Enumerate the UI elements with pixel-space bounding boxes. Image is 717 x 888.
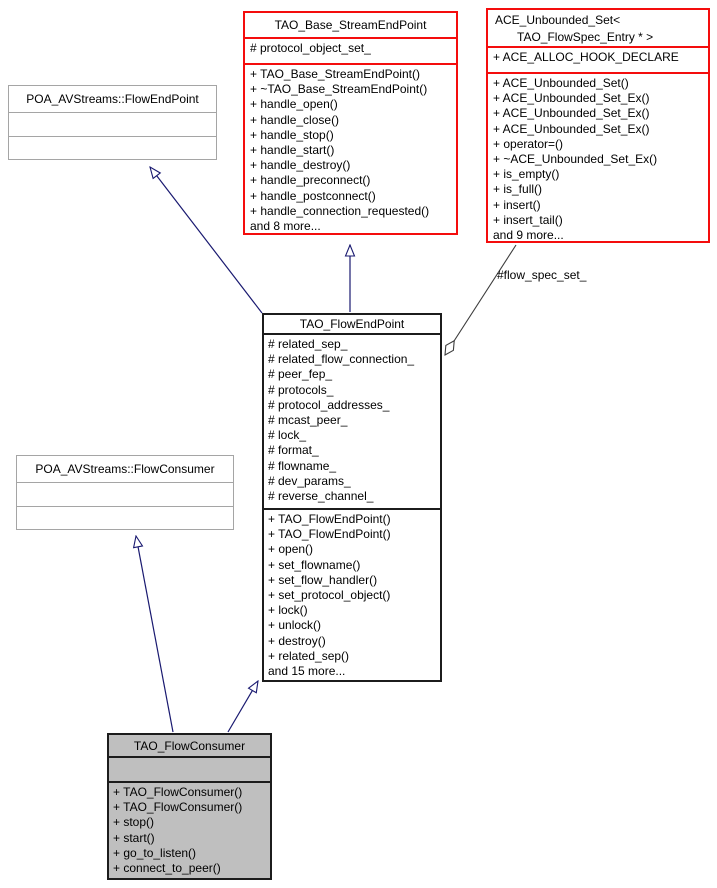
aggregation-edge-flow-spec-set [445,244,517,355]
method-row: + handle_connection_requested() [250,203,430,218]
class-box-tao-base-streamendpoint[interactable]: TAO_Base_StreamEndPoint # protocol_objec… [243,11,458,235]
method-row: + destroy() [268,633,326,648]
method-row: and 8 more... [250,219,321,234]
methods-section: + TAO_Base_StreamEndPoint()+ ~TAO_Base_S… [245,63,456,234]
method-row: + TAO_FlowConsumer() [113,800,243,815]
class-box-tao-flowendpoint[interactable]: TAO_FlowEndPoint # related_sep_# related… [262,313,442,682]
class-title: ACE_Unbounded_Set< TAO_FlowSpec_Entry * … [488,10,708,46]
method-row: + start() [113,830,155,845]
method-row: + is_full() [493,182,543,197]
method-row: + insert_tail() [493,212,563,227]
method-row: + TAO_FlowEndPoint() [268,512,391,526]
method-row: + lock() [268,603,308,618]
method-row: + handle_open() [250,97,338,112]
class-title: TAO_FlowEndPoint [299,317,405,331]
attribute-row: # dev_params_ [268,473,351,488]
method-row: + is_empty() [493,167,560,182]
method-row: + handle_destroy() [250,158,351,173]
method-row: + connect_to_peer() [113,861,221,876]
method-row: + stop() [113,815,155,830]
attribute-row: # protocol_object_set_ [250,41,371,55]
method-row: + handle_start() [250,143,335,158]
attributes-section: # protocol_object_set_ [245,37,456,63]
methods-section [9,136,216,159]
class-title-line1: ACE_Unbounded_Set< [495,13,621,27]
method-row: + TAO_Base_StreamEndPoint() [250,67,420,81]
method-row: + operator=() [493,136,564,151]
method-row: + unlock() [268,618,322,633]
method-row: + set_flow_handler() [268,572,378,587]
class-box-tao-flowconsumer-current: TAO_FlowConsumer + TAO_FlowConsumer()+ T… [107,733,272,880]
method-row: + ACE_Unbounded_Set_Ex() [493,91,650,106]
class-title: POA_AVStreams::FlowConsumer [35,462,215,476]
methods-section: + ACE_Unbounded_Set()+ ACE_Unbounded_Set… [488,72,708,243]
method-row: + related_sep() [268,648,350,663]
attributes-section [9,112,216,136]
attribute-row: # mcast_peer_ [268,413,348,428]
class-title: TAO_FlowConsumer [133,739,246,753]
class-title: TAO_Base_StreamEndPoint [274,18,427,32]
attribute-row: # flowname_ [268,458,337,473]
method-row: + set_protocol_object() [268,588,391,603]
attribute-row: # lock_ [268,428,307,443]
inheritance-edge-flowconsumer-to-poa-flowconsumer [136,536,174,733]
methods-section [17,506,233,529]
attribute-row: + ACE_ALLOC_HOOK_DECLARE [493,50,679,64]
inheritance-edge-flowconsumer-to-flowendpoint [227,681,258,733]
attribute-row: # protocol_addresses_ [268,397,390,412]
class-box-ace-unbounded-set[interactable]: ACE_Unbounded_Set< TAO_FlowSpec_Entry * … [486,8,710,243]
method-row: + ACE_Unbounded_Set_Ex() [493,121,650,136]
methods-section: + TAO_FlowEndPoint()+ TAO_FlowEndPoint()… [264,508,440,680]
attribute-row: # peer_fep_ [268,367,333,382]
attribute-row: # reverse_channel_ [268,489,374,504]
class-box-poa-avstreams-flowconsumer[interactable]: POA_AVStreams::FlowConsumer [16,455,234,530]
methods-section: + TAO_FlowConsumer()+ TAO_FlowConsumer()… [109,781,270,878]
method-row: + handle_preconnect() [250,173,371,188]
method-row: + open() [268,542,314,557]
method-row: + set_flowname() [268,557,361,572]
attributes-section: + ACE_ALLOC_HOOK_DECLARE [488,46,708,72]
aggregation-edge-label: #flow_spec_set_ [497,268,587,282]
method-row: + go_to_listen() [113,845,197,860]
attribute-row: # format_ [268,443,319,458]
attributes-section [17,482,233,506]
class-box-poa-avstreams-flowendpoint[interactable]: POA_AVStreams::FlowEndPoint [8,85,217,160]
method-row: + handle_close() [250,112,340,127]
method-row: and 9 more... [493,228,564,243]
method-row: and 15 more... [268,664,346,679]
method-row: + TAO_FlowEndPoint() [268,527,391,542]
attribute-row: # protocols_ [268,382,334,397]
class-title: POA_AVStreams::FlowEndPoint [26,92,199,106]
method-row: + insert() [493,197,541,212]
method-row: + TAO_FlowConsumer() [113,785,243,799]
method-row: + handle_stop() [250,127,334,142]
inheritance-edge-flowendpoint-to-poa-flowendpoint [150,167,263,314]
attributes-section [109,756,270,781]
method-row: + ACE_Unbounded_Set() [493,76,629,90]
method-row: + ~ACE_Unbounded_Set_Ex() [493,152,658,167]
method-row: + ~TAO_Base_StreamEndPoint() [250,82,428,97]
method-row: + handle_postconnect() [250,188,376,203]
attributes-section: # related_sep_# related_flow_connection_… [264,333,440,508]
attribute-row: # related_sep_ [268,337,348,351]
attribute-row: # related_flow_connection_ [268,352,415,367]
class-title-line2: TAO_FlowSpec_Entry * > [517,30,654,44]
method-row: + ACE_Unbounded_Set_Ex() [493,106,650,121]
